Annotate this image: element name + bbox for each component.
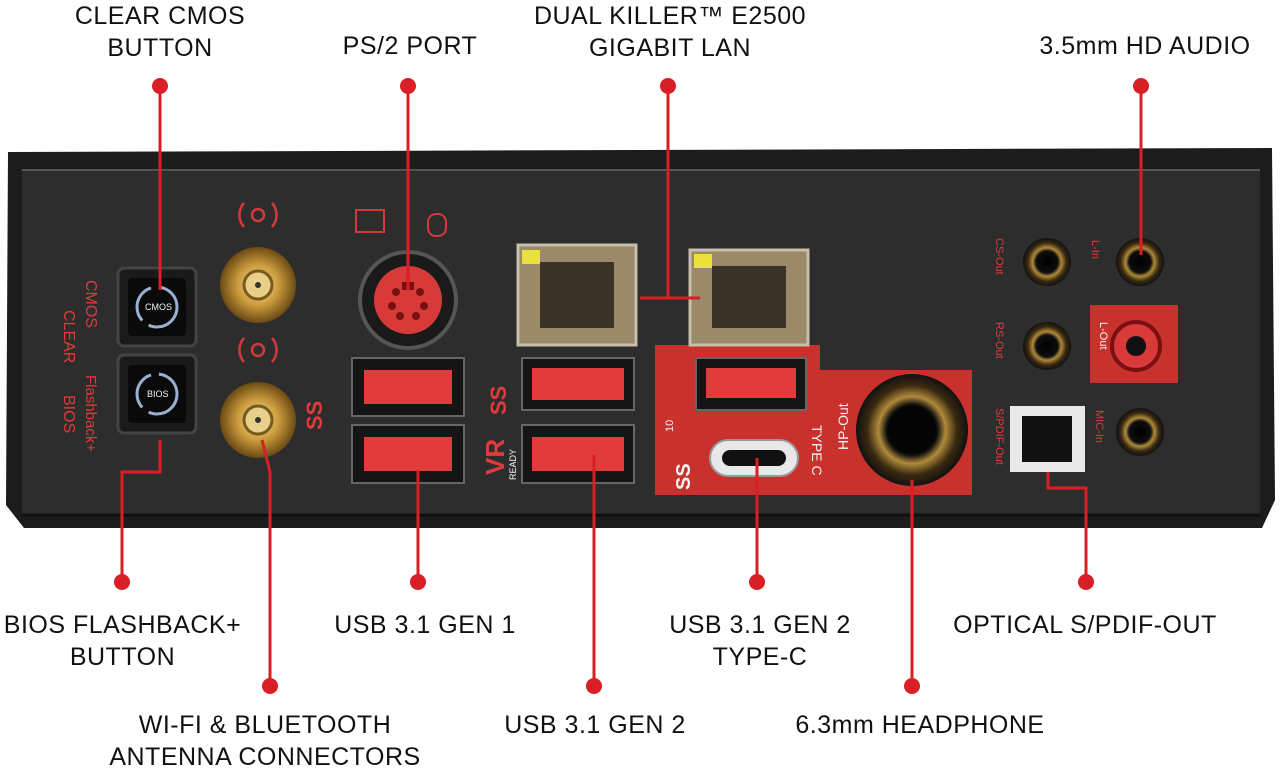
optical-port-graphic — [1010, 406, 1085, 472]
lan-port-2-graphic — [688, 248, 810, 347]
label-optical-spdif-line1: OPTICAL S/PDIF-OUT — [953, 611, 1217, 639]
label-ps2-port-line1: PS/2 PORT — [342, 32, 478, 60]
print-cmos-button: CMOS — [145, 302, 172, 312]
print-spdif-out: S/PDIF-Out — [993, 408, 1005, 465]
label-antenna: WI-FI & BLUETOOTH ANTENNA CONNECTORS — [100, 709, 430, 773]
label-clear-cmos: CLEAR CMOS BUTTON — [60, 0, 260, 64]
label-clear-cmos-line1: CLEAR CMOS — [74, 2, 246, 30]
print-bios: BIOS — [60, 395, 77, 433]
panel-print: CLEAR CMOS BIOS Flashback+ CMOS BIOS SS … — [60, 238, 1109, 490]
label-bios-flashback-line2: BUTTON — [69, 643, 176, 671]
label-usb31-gen1-line1: USB 3.1 GEN 1 — [334, 611, 516, 639]
label-antenna-line2: ANTENNA CONNECTORS — [109, 743, 421, 771]
print-cmos: CMOS — [82, 280, 99, 328]
headphone-jack-graphic — [856, 374, 968, 486]
print-ss-gen2: SS — [486, 386, 511, 415]
print-cs-out: CS-Out — [993, 238, 1005, 275]
print-ready: READY — [508, 449, 518, 480]
label-bios-flashback-line1: BIOS FLASHBACK+ — [3, 611, 242, 639]
label-lan: DUAL KILLER™ E2500 GIGABIT LAN — [520, 0, 820, 64]
print-mic-in: MIC-In — [1093, 410, 1105, 443]
label-optical-spdif: OPTICAL S/PDIF-OUT — [940, 609, 1230, 641]
print-clear: CLEAR — [60, 310, 77, 363]
label-usb31-gen2-typec: USB 3.1 GEN 2 TYPE-C — [650, 609, 870, 673]
label-usb31-gen2-typec-line1: USB 3.1 GEN 2 — [669, 611, 851, 639]
print-rs-out: RS-Out — [993, 322, 1005, 359]
label-usb31-gen2-typec-line2: TYPE-C — [712, 643, 808, 671]
usb-typec-port-graphic — [709, 439, 799, 477]
print-l-out: L-Out — [1097, 322, 1109, 350]
print-l-in: L-In — [1089, 240, 1101, 259]
label-headphone: 6.3mm HEADPHONE — [780, 709, 1060, 741]
label-hd-audio-line1: 3.5mm HD AUDIO — [1039, 32, 1251, 60]
label-clear-cmos-line2: BUTTON — [107, 34, 213, 62]
usb31-gen2-ports-graphic — [521, 357, 635, 484]
print-bios-button: BIOS — [147, 389, 169, 399]
callout-dots — [114, 78, 1149, 694]
label-hd-audio: 3.5mm HD AUDIO — [1020, 30, 1270, 62]
antenna-connector-1-graphic — [220, 247, 296, 323]
print-hp-out: HP-Out — [835, 403, 851, 450]
audio-jacks-graphic — [1023, 238, 1164, 456]
print-ss-gen1: SS — [302, 401, 327, 430]
label-usb31-gen2: USB 3.1 GEN 2 — [490, 709, 700, 741]
print-vr: VR — [480, 439, 510, 475]
print-type-c: TYPE C — [809, 425, 825, 476]
usb31-gen2-typea-graphic — [695, 357, 807, 411]
label-lan-line1: DUAL KILLER™ E2500 — [533, 2, 807, 30]
callout-lines — [120, 86, 1143, 686]
label-bios-flashback: BIOS FLASHBACK+ BUTTON — [0, 609, 245, 673]
print-flashback: Flashback+ — [82, 375, 99, 452]
label-usb31-gen2-line1: USB 3.1 GEN 2 — [504, 711, 686, 739]
label-lan-line2: GIGABIT LAN — [588, 34, 752, 62]
label-headphone-line1: 6.3mm HEADPHONE — [795, 711, 1045, 739]
ps2-port-graphic — [355, 209, 458, 350]
lan-port-1-graphic — [516, 243, 638, 347]
print-ss10: 10 — [664, 420, 676, 432]
bios-flashback-button-graphic — [116, 353, 198, 435]
antenna-connector-2-graphic — [220, 382, 296, 458]
print-ss-gen2-typec: SS — [673, 463, 695, 490]
usb31-gen1-ports-graphic — [351, 357, 465, 484]
clear-cmos-button-graphic — [116, 266, 198, 348]
label-antenna-line1: WI-FI & BLUETOOTH — [138, 711, 392, 739]
label-usb31-gen1: USB 3.1 GEN 1 — [320, 609, 530, 641]
label-ps2-port: PS/2 PORT — [310, 30, 510, 62]
